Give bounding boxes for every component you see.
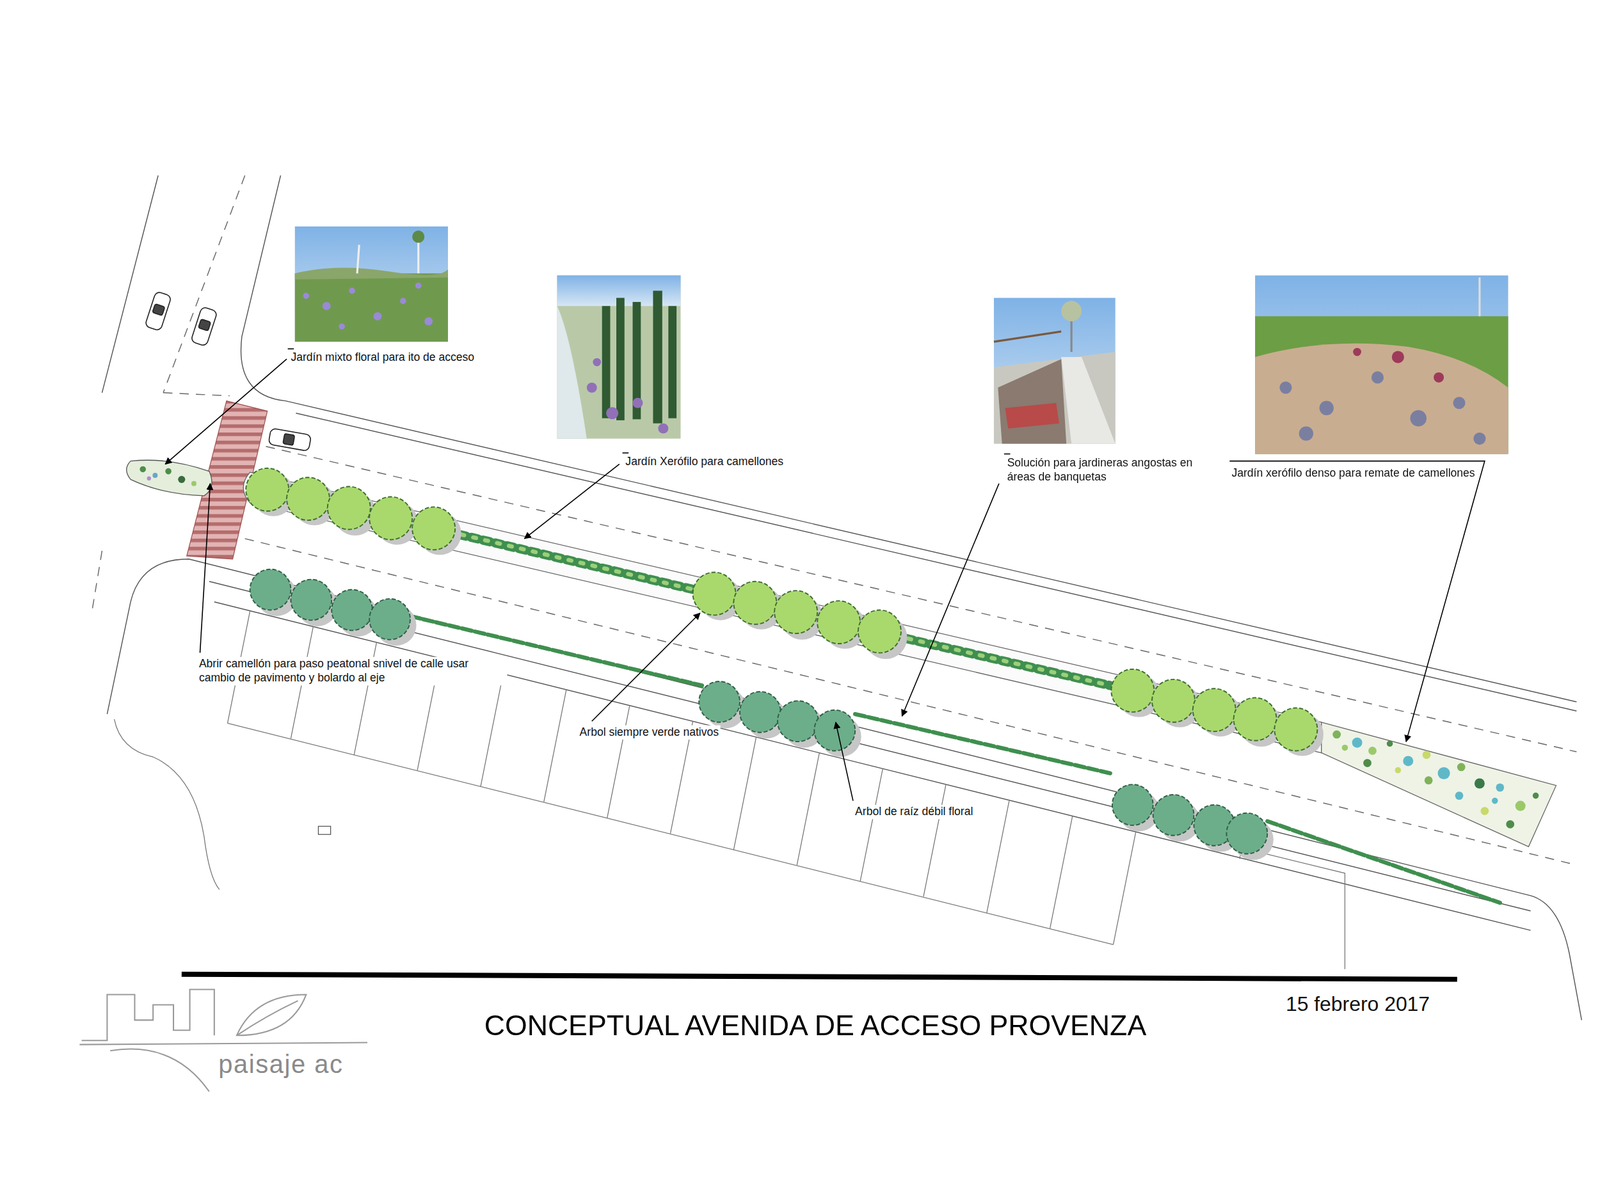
parking-stalls bbox=[114, 611, 1346, 970]
title-rule bbox=[181, 974, 1458, 980]
cars bbox=[144, 291, 312, 452]
end-garden bbox=[1321, 722, 1557, 848]
road-lines bbox=[101, 175, 1582, 1021]
lane-dashes bbox=[91, 175, 1577, 866]
flowering-trees bbox=[250, 569, 1274, 861]
callout-label: Arbol siempre verde nativos bbox=[577, 725, 721, 740]
photo-floral bbox=[295, 226, 448, 342]
evergreen-trees bbox=[245, 468, 1324, 757]
photo-xerophytic bbox=[557, 275, 681, 439]
callout-label: Abrir camellón para paso peatonal snivel… bbox=[197, 657, 508, 686]
callout-label: Jardín mixto floral para ito de acceso bbox=[288, 350, 477, 365]
callout-label: Jardín Xerófilo para camellones bbox=[623, 455, 786, 470]
logo-mark bbox=[79, 990, 368, 1092]
date-label: 15 febrero 2017 bbox=[1283, 992, 1433, 1018]
callout-label: Solución para jardineras angostas en áre… bbox=[1004, 456, 1198, 485]
callout-label: Jardín xerófilo denso para remate de cam… bbox=[1229, 466, 1478, 481]
island-plants bbox=[139, 466, 196, 487]
island-garden bbox=[126, 460, 212, 496]
leader-lines bbox=[165, 348, 1485, 801]
logo-text: paisaje ac bbox=[216, 1048, 346, 1081]
callout-label: Arbol de raíz débil floral bbox=[853, 805, 976, 820]
photo-narrow-planter bbox=[993, 298, 1116, 445]
end-garden-plants bbox=[1332, 730, 1539, 829]
plan-title: CONCEPTUAL AVENIDA DE ACCESO PROVENZA bbox=[484, 1008, 1147, 1044]
median bbox=[243, 472, 1321, 753]
photo-dense-garden bbox=[1255, 275, 1508, 454]
